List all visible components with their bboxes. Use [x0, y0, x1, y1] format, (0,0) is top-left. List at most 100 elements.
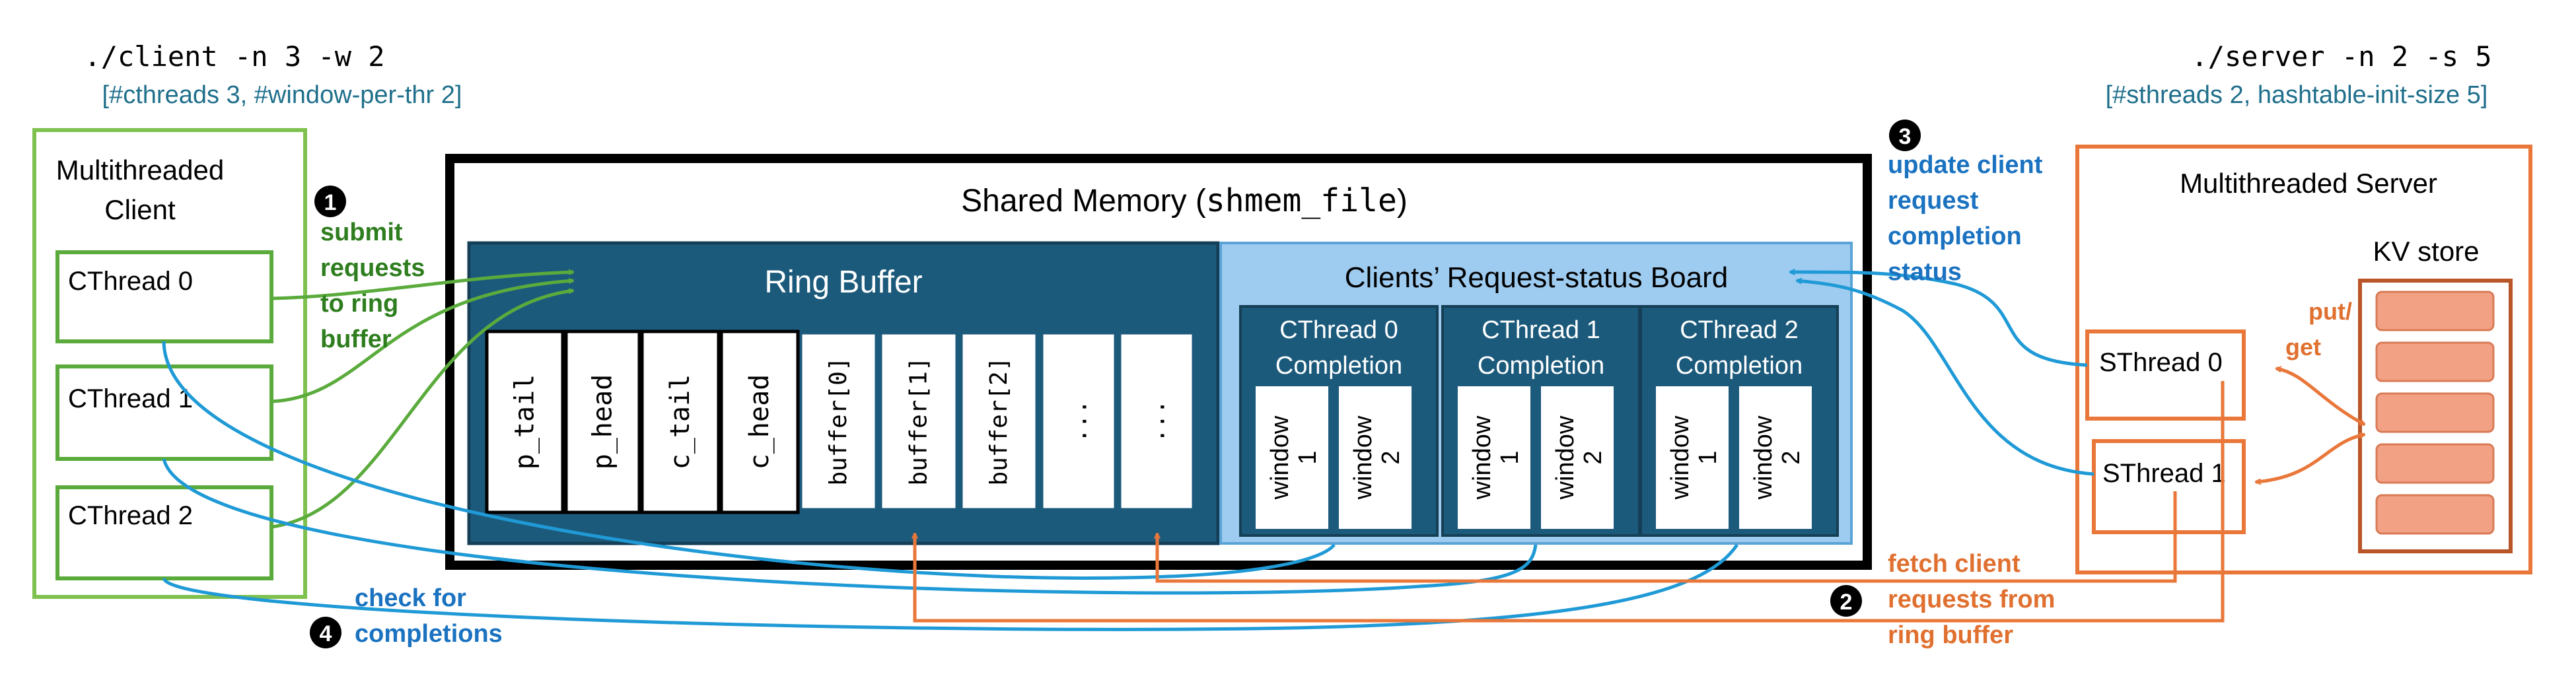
step-1-number: 1 [324, 190, 337, 215]
window-label: window2 [1750, 415, 1805, 500]
put-get-arrow-sthread0 [2276, 368, 2365, 427]
ring-cell-box [800, 332, 877, 510]
server-box-title: Multithreaded Server [2180, 168, 2437, 199]
step-3-line2: request [1888, 187, 1979, 215]
window-label: window2 [1349, 415, 1405, 500]
ring-cell-label: ... [1143, 399, 1170, 442]
completion-title-line2: Completion [1275, 352, 1402, 380]
status-board-title: Clients’ Request-status Board [1345, 261, 1728, 294]
window-slot [1540, 385, 1615, 530]
step-3-line3: completion [1888, 223, 2022, 250]
sthread-0-box [2085, 329, 2246, 421]
window-label: window1 [1266, 415, 1322, 500]
kv-slot [2375, 494, 2495, 535]
update-arrow-sthread0 [1790, 272, 2088, 367]
sthread-1-label: SThread 1 [2102, 459, 2226, 488]
put-get-label-line1: put/ [2308, 298, 2352, 325]
kv-store-label: KV store [2373, 236, 2479, 267]
client-box-title-line2: Client [104, 194, 176, 225]
ring-cell-label: c_head [744, 374, 775, 470]
update-arrow-sthread1 [1797, 281, 2094, 476]
cthread-0-label: CThread 0 [68, 267, 193, 296]
client-args: [#cthreads 3, #window-per-thr 2] [102, 81, 462, 109]
kv-store-slots [2375, 291, 2495, 535]
check-arrow-cthread0 [162, 341, 1336, 580]
fetch-arrow-sthread0 [915, 381, 2225, 623]
server-args: [#sthreads 2, hashtable-init-size 5] [2106, 81, 2488, 109]
submit-arrow-cthread0 [271, 272, 573, 300]
step-2-line2: requests from [1888, 586, 2055, 613]
completion-title-line2: Completion [1478, 352, 1604, 380]
sthread-1-box [2092, 439, 2246, 534]
ring-cell-label: c_tail [665, 374, 696, 470]
window-slot [1655, 385, 1730, 530]
ring-cell-label: p_head [588, 374, 618, 470]
step-1-line3: to ring [320, 290, 398, 318]
step-1-line2: requests [320, 254, 425, 282]
step-2-line1: fetch client [1888, 550, 2021, 578]
ring-cell-label: buffer[1] [906, 357, 933, 485]
cthread-1-box [55, 364, 273, 461]
step-3-number: 3 [1899, 124, 1912, 149]
check-arrow-cthread2 [162, 543, 1739, 631]
ring-cell-box [960, 332, 1038, 510]
ring-cell-box [564, 329, 641, 514]
step-4-number: 4 [320, 621, 332, 646]
window-label: window1 [1468, 415, 1524, 500]
client-box-title-line1: Multithreaded [56, 155, 224, 186]
put-get-arrow-sthread1 [2256, 434, 2365, 482]
step-4-line2: completions [355, 620, 503, 648]
completion-title-line2: Completion [1676, 352, 1803, 380]
kv-slot [2375, 291, 2495, 331]
submit-arrow-cthread1 [271, 281, 573, 403]
kv-slot [2375, 341, 2495, 382]
completion-title-line1: CThread 2 [1680, 316, 1799, 344]
completion-title-line1: CThread 1 [1482, 316, 1600, 344]
check-arrow-cthread1 [162, 458, 1538, 595]
ring-buffer-title: Ring Buffer [764, 265, 922, 300]
cthread-1-label: CThread 1 [68, 384, 193, 413]
step-3-badge [1889, 120, 1921, 151]
window-slot [1738, 385, 1813, 530]
step-4-line1: check for [355, 584, 466, 612]
kv-slot [2375, 392, 2495, 433]
step-2-line3: ring buffer [1888, 621, 2013, 649]
cthread-0-box [55, 250, 273, 343]
window-label: window1 [1666, 415, 1722, 500]
client-command: ./client -n 3 -w 2 [84, 40, 384, 73]
fetch-arrow-sthread1 [1157, 491, 2177, 583]
shared-memory-title: Shared Memory (shmem_file) [961, 182, 1408, 219]
ring-cell-box [1119, 332, 1194, 510]
step-2-badge [1830, 585, 1862, 617]
completion-groups: CThread 0 Completion window1 window2 CThread… [1239, 305, 1839, 537]
put-get-label-line2: get [2285, 333, 2321, 361]
step-1-line4: buffer [320, 326, 392, 353]
window-slot [1456, 385, 1532, 530]
ring-cell-box [719, 329, 800, 514]
kv-slot [2375, 443, 2495, 484]
server-command: ./server -n 2 -s 5 [2191, 40, 2491, 73]
sthread-0-label: SThread 0 [2099, 348, 2223, 377]
ring-cell-label: p_tail [510, 374, 540, 470]
submit-arrow-cthread2 [271, 291, 573, 529]
window-slot [1254, 385, 1330, 530]
window-label: window2 [1552, 415, 1607, 500]
cthread-2-label: CThread 2 [68, 501, 193, 530]
step-1-badge [314, 186, 346, 217]
step-4-badge [310, 617, 341, 648]
step-3-line4: status [1888, 258, 1962, 286]
completion-title-line1: CThread 0 [1279, 316, 1398, 344]
ring-cell-label: buffer[2] [985, 357, 1013, 485]
ring-cell-box [640, 329, 721, 514]
ring-cell-box [485, 329, 565, 514]
ring-cell-box [880, 332, 958, 510]
ring-cell-label: ... [1065, 399, 1092, 442]
ring-buffer-cells: p_tail p_head c_tail c_head buffer[0] buffer[… [485, 329, 1194, 514]
window-slot [1338, 385, 1413, 530]
ring-cell-box [1041, 332, 1116, 510]
step-3-line1: update client [1888, 151, 2043, 179]
step-2-number: 2 [1840, 590, 1853, 615]
ring-cell-label: buffer[0] [825, 357, 852, 485]
